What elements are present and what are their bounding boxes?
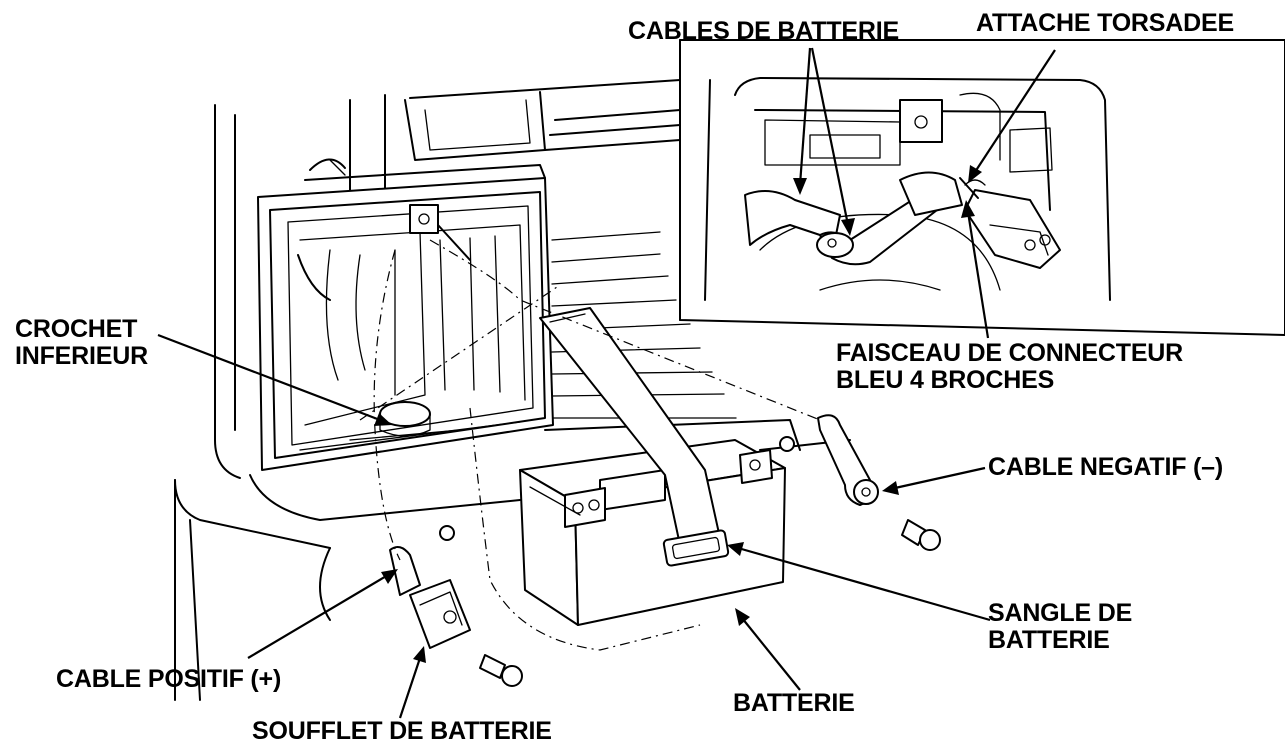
- label-battery-cables: CABLES DE BATTERIE: [628, 17, 899, 45]
- generator-body: [174, 79, 851, 701]
- label-battery-strap: SANGLE DE BATTERIE: [988, 600, 1132, 654]
- battery: [519, 439, 786, 626]
- label-negative-cable: CABLE NEGATIF (–): [988, 453, 1224, 481]
- label-twisted-tie: ATTACHE TORSADEE: [976, 9, 1234, 37]
- leader-battery: [741, 617, 801, 691]
- leader-twisted-tie: [974, 49, 1056, 173]
- label-harness-line2: BLEU 4 BROCHES: [836, 366, 1055, 394]
- positive-cable: [389, 525, 523, 687]
- label-battery: BATTERIE: [733, 689, 855, 717]
- label-lower-hook-line2: INFERIEUR: [15, 342, 148, 370]
- leader-harness: [966, 211, 990, 339]
- battery-compartment: [257, 158, 554, 471]
- label-harness: FAISCEAU DE CONNECTEUR BLEU 4 BROCHES: [836, 340, 1183, 394]
- connector-inset: [679, 39, 1285, 336]
- leader-battery-boot: [398, 657, 422, 719]
- leader-battery-cables-1: [798, 47, 812, 186]
- negative-cable: [779, 414, 941, 551]
- leader-battery-cables-2: [810, 47, 850, 226]
- routing-lines: [359, 239, 821, 651]
- battery-strap: [539, 307, 730, 567]
- leader-battery-strap: [737, 546, 991, 622]
- label-battery-boot: SOUFFLET DE BATTERIE: [252, 717, 552, 745]
- leader-lines: [157, 47, 1056, 719]
- label-positive-cable: CABLE POSITIF (+): [56, 665, 282, 693]
- label-harness-line1: FAISCEAU DE CONNECTEUR: [836, 339, 1184, 367]
- leader-lower-hook: [157, 333, 381, 422]
- label-lower-hook-line1: CROCHET: [15, 315, 138, 343]
- label-battery-strap-line2: BATTERIE: [988, 626, 1110, 654]
- label-lower-hook: CROCHET INFERIEUR: [15, 316, 148, 370]
- label-battery-strap-line1: SANGLE DE: [988, 599, 1133, 627]
- leader-negative-cable: [894, 466, 986, 490]
- leader-positive-cable: [247, 574, 389, 659]
